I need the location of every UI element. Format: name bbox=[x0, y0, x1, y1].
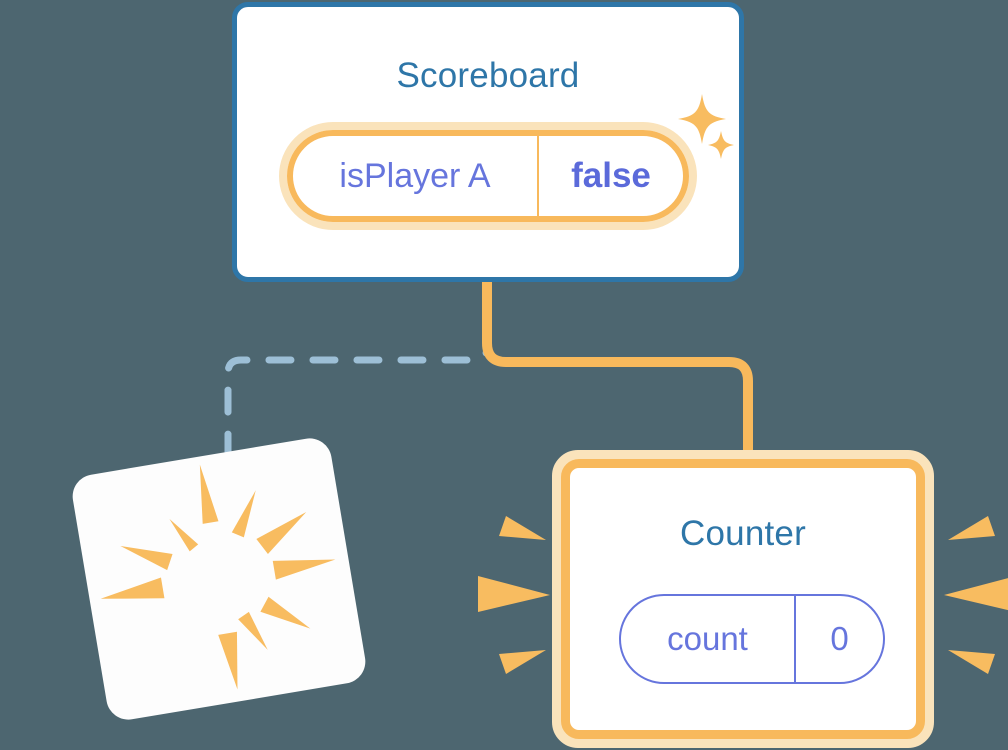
blank-card-burst-rays bbox=[100, 464, 336, 690]
burst-ray bbox=[231, 490, 256, 538]
burst-ray bbox=[272, 559, 336, 580]
burst-ray bbox=[100, 577, 165, 599]
burst-ray bbox=[948, 516, 995, 540]
connector-scoreboard-to-counter bbox=[482, 282, 753, 462]
burst-ray bbox=[499, 650, 546, 674]
counter-state-key: count bbox=[621, 596, 796, 682]
burst-ray bbox=[499, 516, 546, 540]
burst-ray bbox=[218, 631, 238, 690]
burst-ray bbox=[169, 518, 199, 552]
burst-ray bbox=[944, 578, 1008, 611]
burst-ray bbox=[238, 611, 268, 650]
counter-left-burst-rays bbox=[478, 516, 550, 674]
burst-ray bbox=[260, 596, 311, 629]
burst-ray bbox=[948, 650, 995, 674]
counter-title: Counter bbox=[680, 514, 806, 553]
sparkle-large-icon bbox=[678, 94, 726, 144]
scoreboard-title: Scoreboard bbox=[396, 56, 580, 95]
counter-state-value: 0 bbox=[830, 620, 849, 657]
counter-box-inner: Counter count 0 bbox=[561, 459, 925, 739]
scoreboard-state-value: false bbox=[571, 156, 651, 195]
scoreboard-state-key: isPlayer A bbox=[293, 136, 539, 216]
scoreboard-state-pill-inner: isPlayer A false bbox=[287, 130, 689, 222]
burst-ray bbox=[478, 576, 550, 612]
sparkle-small-icon bbox=[708, 131, 734, 159]
component-box-counter[interactable]: Counter count 0 bbox=[552, 450, 934, 748]
scoreboard-state-pill[interactable]: isPlayer A false bbox=[279, 122, 697, 230]
burst-ray bbox=[199, 464, 219, 524]
component-box-scoreboard[interactable]: Scoreboard isPlayer A false bbox=[232, 2, 744, 282]
counter-right-burst-rays bbox=[944, 516, 1008, 674]
counter-state-pill[interactable]: count 0 bbox=[619, 594, 885, 684]
blank-card[interactable] bbox=[69, 435, 369, 723]
burst-ray bbox=[256, 512, 307, 555]
burst-ray bbox=[120, 546, 173, 571]
